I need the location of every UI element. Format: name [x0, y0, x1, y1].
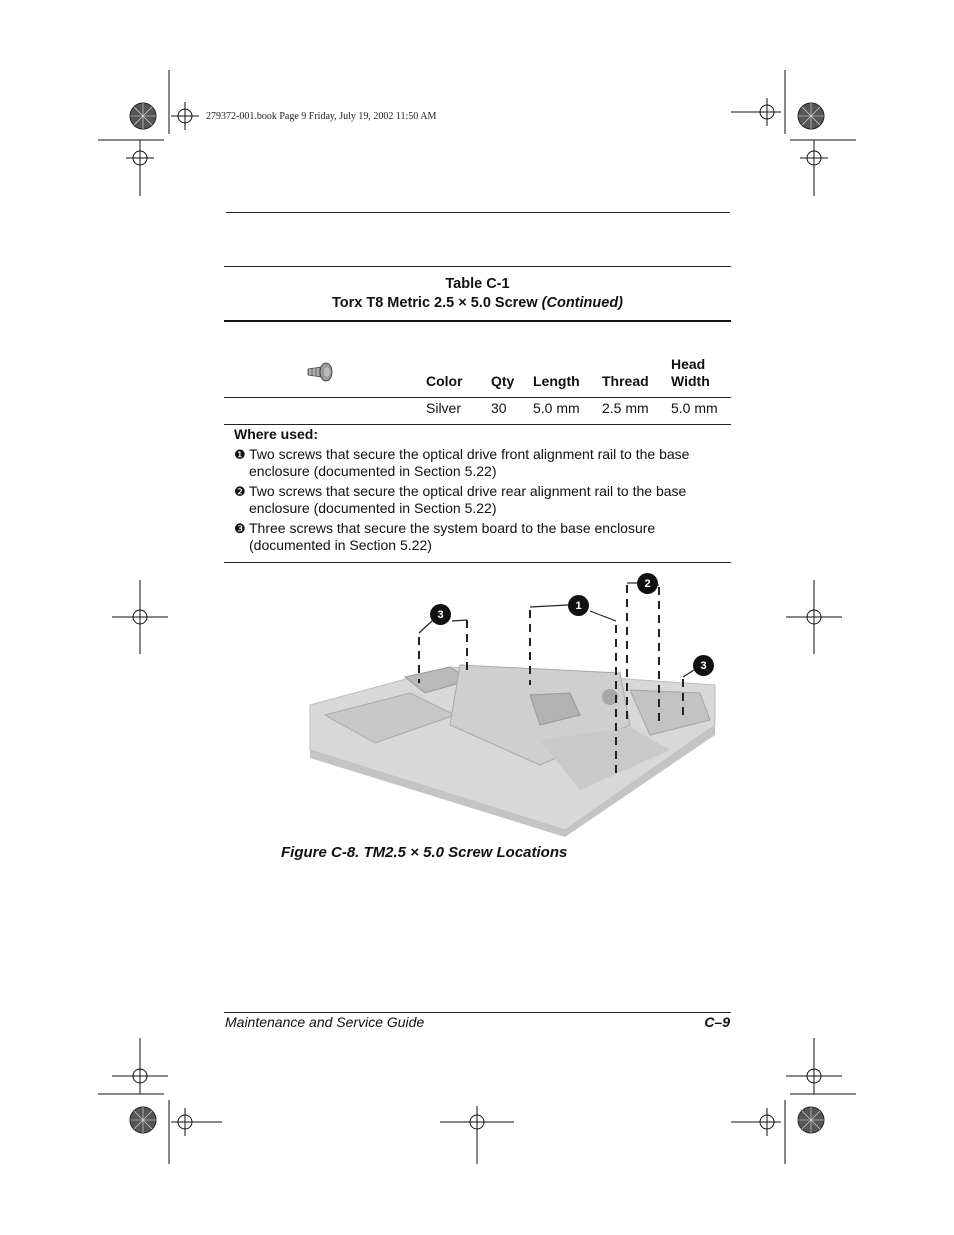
- callout-3-right: 3: [693, 655, 714, 676]
- table-title: Table C-1 Torx T8 Metric 2.5 × 5.0 Screw…: [331, 276, 624, 311]
- cell-length: 5.0 mm: [533, 400, 580, 416]
- screw-icon: [307, 362, 333, 382]
- table-bottom-rule: [224, 562, 731, 563]
- callout-2: 2: [637, 573, 658, 594]
- header-rule: [226, 212, 730, 213]
- col-head-width: Head Width: [671, 356, 710, 389]
- cell-color: Silver: [426, 400, 462, 416]
- col-qty: Qty: [491, 373, 515, 389]
- cell-qty: 30: [491, 400, 507, 416]
- callout-3-left: 3: [430, 604, 451, 625]
- where-used-section: Where used: ❶ Two screws that secure the…: [234, 426, 704, 554]
- table-title-rule: [224, 320, 731, 322]
- table-subtitle-suffix: (Continued): [541, 295, 624, 311]
- footer-rule: [224, 1012, 731, 1013]
- callout-1: 1: [568, 595, 589, 616]
- list-item: ❷ Two screws that secure the optical dri…: [234, 483, 704, 517]
- col-color: Color: [426, 373, 463, 389]
- callout-number: ❷: [234, 484, 246, 499]
- base-enclosure-illustration: [309, 582, 716, 837]
- list-item-text: Three screws that secure the system boar…: [249, 520, 656, 553]
- callout-number: ❶: [234, 447, 246, 462]
- footer-title: Maintenance and Service Guide: [225, 1014, 425, 1030]
- figure-caption: Figure C-8. TM2.5 × 5.0 Screw Locations: [281, 844, 568, 861]
- book-info-line: 279372-001.book Page 9 Friday, July 19, …: [206, 111, 437, 122]
- header-row-rule: [224, 397, 731, 398]
- col-thread: Thread: [602, 373, 649, 389]
- cell-thread: 2.5 mm: [602, 400, 649, 416]
- callout-number: ❸: [234, 521, 246, 536]
- list-item-text: Two screws that secure the optical drive…: [249, 483, 687, 516]
- data-row-rule: [224, 424, 731, 425]
- where-used-label: Where used:: [234, 426, 319, 442]
- list-item: ❶ Two screws that secure the optical dri…: [234, 446, 704, 480]
- page-number: C–9: [704, 1014, 730, 1030]
- list-item: ❸ Three screws that secure the system bo…: [234, 520, 704, 554]
- table-top-rule: [224, 266, 731, 267]
- cell-head-width: 5.0 mm: [671, 400, 718, 416]
- table-subtitle: Torx T8 Metric 2.5 × 5.0 Screw: [331, 295, 538, 311]
- col-length: Length: [533, 373, 580, 389]
- list-item-text: Two screws that secure the optical drive…: [249, 446, 690, 479]
